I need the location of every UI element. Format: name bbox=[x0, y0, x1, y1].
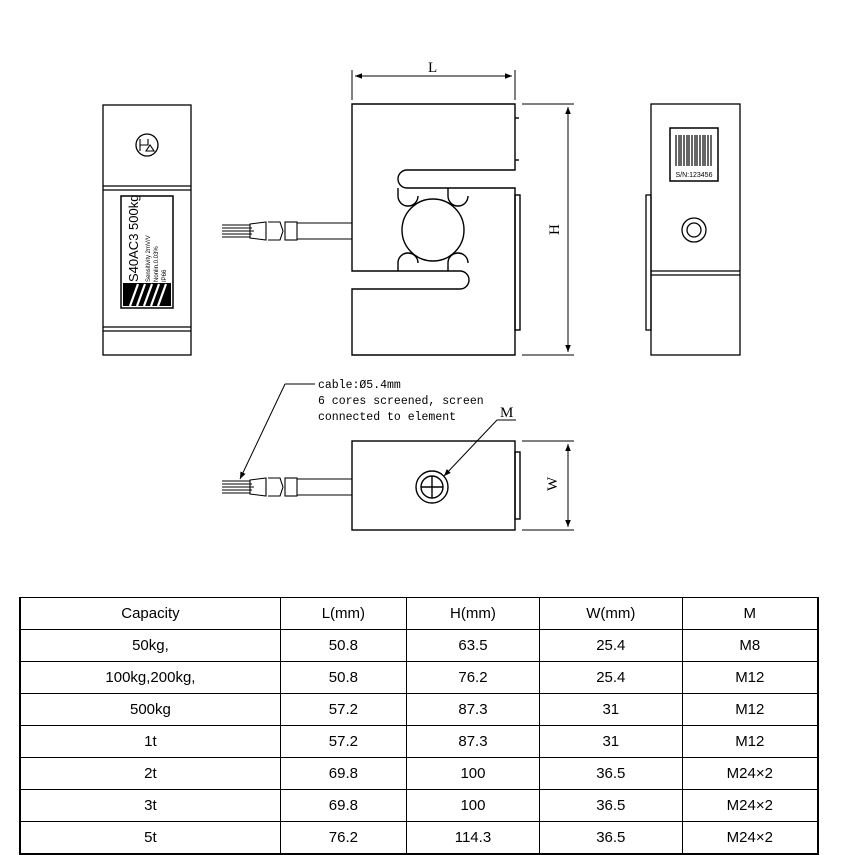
top-view-body bbox=[351, 440, 521, 531]
left-side-view bbox=[102, 104, 192, 356]
table-row: 2t 69.8 100 36.5 M24×2 bbox=[18, 757, 819, 790]
dimension-H bbox=[522, 103, 574, 356]
table-cell: 63.5 bbox=[405, 629, 541, 662]
table-cell: M12 bbox=[681, 661, 819, 694]
column-header: Capacity bbox=[18, 597, 281, 630]
table-cell: 36.5 bbox=[539, 821, 683, 855]
cable-front-view bbox=[222, 221, 352, 241]
table-header-row: Capacity L(mm) H(mm) W(mm) M bbox=[18, 597, 819, 630]
dimension-label-H: H bbox=[547, 224, 563, 235]
cable-note-line: 6 cores screened, screen bbox=[318, 395, 484, 408]
right-side-view bbox=[645, 103, 741, 356]
cable-note-line: cable:Ø5.4mm bbox=[318, 379, 401, 392]
column-header: M bbox=[681, 597, 819, 630]
table-cell: 87.3 bbox=[405, 693, 541, 726]
side-label-sticker bbox=[120, 195, 174, 309]
table-cell: 31 bbox=[539, 725, 683, 758]
table-cell: M24×2 bbox=[681, 757, 819, 790]
table-cell: 5t bbox=[18, 821, 281, 855]
table-cell: 3t bbox=[18, 789, 281, 822]
column-header: H(mm) bbox=[405, 597, 541, 630]
table-cell: 114.3 bbox=[405, 821, 541, 855]
leader-M bbox=[443, 419, 516, 477]
side-label-line: Sensitivity 2mV/V bbox=[146, 235, 152, 282]
table-cell: 76.2 bbox=[279, 821, 407, 855]
table-cell: 76.2 bbox=[405, 661, 541, 694]
table-cell: 100 bbox=[405, 789, 541, 822]
table-cell: 50.8 bbox=[279, 629, 407, 662]
table-cell: 1t bbox=[18, 725, 281, 758]
dimension-W bbox=[522, 440, 574, 531]
mounting-hole-icon bbox=[681, 217, 707, 243]
table-row: 5t 76.2 114.3 36.5 M24×2 bbox=[18, 821, 819, 855]
table-cell: M24×2 bbox=[681, 789, 819, 822]
barcode-icon bbox=[675, 135, 712, 166]
dimension-label-W: W bbox=[545, 476, 561, 491]
cable-note-line: connected to element bbox=[318, 411, 456, 424]
barcode-serial: S/N:123456 bbox=[676, 172, 713, 179]
dimension-label-L: L bbox=[428, 60, 437, 76]
table-cell: 100 bbox=[405, 757, 541, 790]
table-cell: 50.8 bbox=[279, 661, 407, 694]
cable-note-leader bbox=[239, 383, 315, 480]
table-cell: 500kg bbox=[18, 693, 281, 726]
table-cell: 50kg, bbox=[18, 629, 281, 662]
table-cell: M12 bbox=[681, 725, 819, 758]
table-cell: 69.8 bbox=[279, 757, 407, 790]
table-cell: M8 bbox=[681, 629, 819, 662]
table-cell: 36.5 bbox=[539, 757, 683, 790]
table-cell: 87.3 bbox=[405, 725, 541, 758]
column-header: L(mm) bbox=[279, 597, 407, 630]
ground-symbol-icon bbox=[135, 133, 159, 157]
table-cell: 25.4 bbox=[539, 661, 683, 694]
table-cell: M12 bbox=[681, 693, 819, 726]
dimension-L bbox=[351, 70, 516, 100]
side-label-line: IP66 bbox=[162, 269, 168, 282]
table-cell: 2t bbox=[18, 757, 281, 790]
dimension-table: Capacity L(mm) H(mm) W(mm) M 50kg, 50.8 … bbox=[18, 597, 819, 855]
table-row: 500kg 57.2 87.3 31 M12 bbox=[18, 693, 819, 726]
table-cell: 100kg,200kg, bbox=[18, 661, 281, 694]
table-cell: 69.8 bbox=[279, 789, 407, 822]
column-header: W(mm) bbox=[539, 597, 683, 630]
table-cell: 31 bbox=[539, 693, 683, 726]
table-cell: M24×2 bbox=[681, 821, 819, 855]
table-row: 3t 69.8 100 36.5 M24×2 bbox=[18, 789, 819, 822]
dimension-label-M: M bbox=[500, 405, 513, 421]
table-cell: 57.2 bbox=[279, 693, 407, 726]
side-label-line: Nonlin.0.03% bbox=[154, 246, 160, 282]
side-label-model: S40AC3 500kg bbox=[126, 195, 141, 282]
table-cell: 25.4 bbox=[539, 629, 683, 662]
table-cell: 36.5 bbox=[539, 789, 683, 822]
cable-top-view bbox=[222, 477, 352, 497]
thread-hole-icon bbox=[415, 470, 449, 504]
table-row: 50kg, 50.8 63.5 25.4 M8 bbox=[18, 629, 819, 662]
front-view-s-beam bbox=[351, 103, 521, 356]
table-row: 100kg,200kg, 50.8 76.2 25.4 M12 bbox=[18, 661, 819, 694]
table-row: 1t 57.2 87.3 31 M12 bbox=[18, 725, 819, 758]
load-cell-drawing: S40AC3 500kg Sensitivity 2mV/V Nonlin.0.… bbox=[102, 60, 741, 531]
table-cell: 57.2 bbox=[279, 725, 407, 758]
